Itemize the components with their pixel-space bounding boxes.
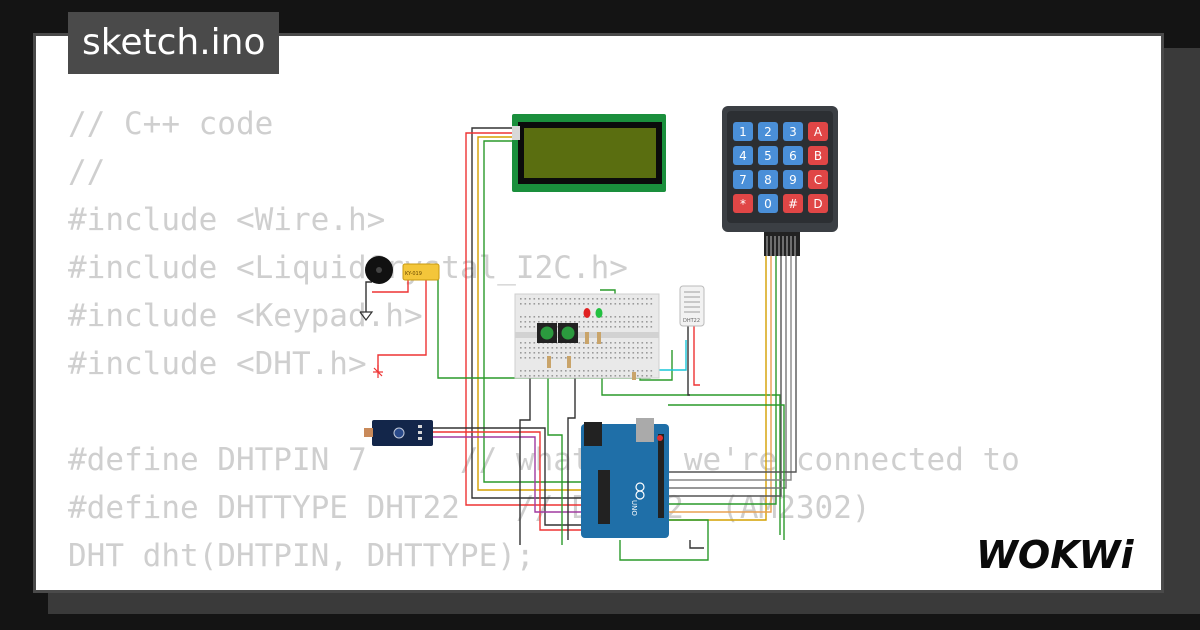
code-line: #include <DHT.h> bbox=[68, 346, 367, 382]
code-line: #define DHTPIN 7 // what pin we're conne… bbox=[68, 442, 1020, 478]
wires bbox=[365, 127, 797, 561]
ground-icon bbox=[359, 311, 374, 321]
keypad-key-label: 8 bbox=[764, 173, 772, 187]
keypad-key[interactable] bbox=[783, 170, 803, 189]
code-line: #include <Keypad.h> bbox=[68, 298, 423, 334]
keypad-key[interactable] bbox=[758, 170, 778, 189]
keypad-key[interactable] bbox=[808, 146, 828, 165]
keypad-key-label: A bbox=[814, 125, 823, 139]
keypad-key[interactable] bbox=[758, 194, 778, 213]
file-tab[interactable]: sketch.ino bbox=[68, 12, 280, 74]
arduino-label: UNO bbox=[630, 500, 638, 516]
code-line: #include <Wire.h> bbox=[68, 202, 386, 238]
keypad-key-label: # bbox=[788, 197, 798, 211]
keypad-key[interactable] bbox=[808, 122, 828, 141]
wokwi-logo: WOKWi bbox=[976, 533, 1135, 577]
code-line: // bbox=[68, 154, 106, 190]
keypad-key-label: 1 bbox=[739, 125, 747, 139]
keypad-key[interactable] bbox=[783, 194, 803, 213]
code-editor[interactable]: // C++ code // #include <Wire.h> #include <… bbox=[68, 100, 1020, 580]
keypad-key[interactable] bbox=[758, 146, 778, 165]
buzzer bbox=[365, 256, 393, 284]
relay-label: KY-019 bbox=[405, 271, 422, 277]
keypad-key-label: 0 bbox=[764, 197, 772, 211]
keypad-key-label: D bbox=[813, 197, 822, 211]
led-red bbox=[583, 308, 591, 318]
light-sensor-module bbox=[364, 420, 433, 446]
keypad-key-label: 7 bbox=[739, 173, 747, 187]
keypad-key[interactable] bbox=[808, 170, 828, 189]
resistors bbox=[547, 332, 636, 380]
keypad-key-label: * bbox=[740, 197, 746, 211]
keypad-key[interactable] bbox=[758, 122, 778, 141]
keypad-key-label: C bbox=[814, 173, 822, 187]
keypad-key-label: 4 bbox=[739, 149, 747, 163]
power-icon bbox=[373, 365, 383, 378]
keypad-key[interactable] bbox=[783, 122, 803, 141]
file-tab-label: sketch.ino bbox=[82, 22, 266, 63]
led-green bbox=[595, 308, 603, 318]
arduino-uno: UNO bbox=[581, 418, 669, 538]
dht22-sensor: DHT22 bbox=[679, 285, 705, 327]
arduino-logo-icon bbox=[635, 482, 645, 500]
keypad-key[interactable] bbox=[733, 146, 753, 165]
keypad-key-label: B bbox=[814, 149, 822, 163]
lcd-display bbox=[512, 114, 666, 192]
keypad-key[interactable] bbox=[733, 170, 753, 189]
pushbutton[interactable] bbox=[558, 323, 578, 343]
keypad-key-label: 6 bbox=[789, 149, 797, 163]
code-line: // C++ code bbox=[68, 106, 274, 142]
keypad-key[interactable] bbox=[733, 122, 753, 141]
keypad-key-label: 2 bbox=[764, 125, 772, 139]
keypad-key-label: 9 bbox=[789, 173, 797, 187]
keypad-key[interactable] bbox=[783, 146, 803, 165]
pushbutton[interactable] bbox=[537, 323, 557, 343]
keypad-key-label: 5 bbox=[764, 149, 772, 163]
breadboard bbox=[514, 293, 660, 380]
dht-label: DHT22 bbox=[683, 318, 700, 324]
keypad-key-label: 3 bbox=[789, 125, 797, 139]
keypad-key[interactable] bbox=[808, 194, 828, 213]
logo-text: WOKWi bbox=[976, 533, 1135, 577]
keypad-key[interactable] bbox=[733, 194, 753, 213]
code-line: DHT dht(DHTPIN, DHTTYPE); bbox=[68, 538, 535, 574]
relay-module: KY-019 bbox=[402, 263, 440, 281]
keypad[interactable]: 1 2 3 A 4 5 6 B 7 8 9 C * 0 # D bbox=[722, 106, 838, 256]
